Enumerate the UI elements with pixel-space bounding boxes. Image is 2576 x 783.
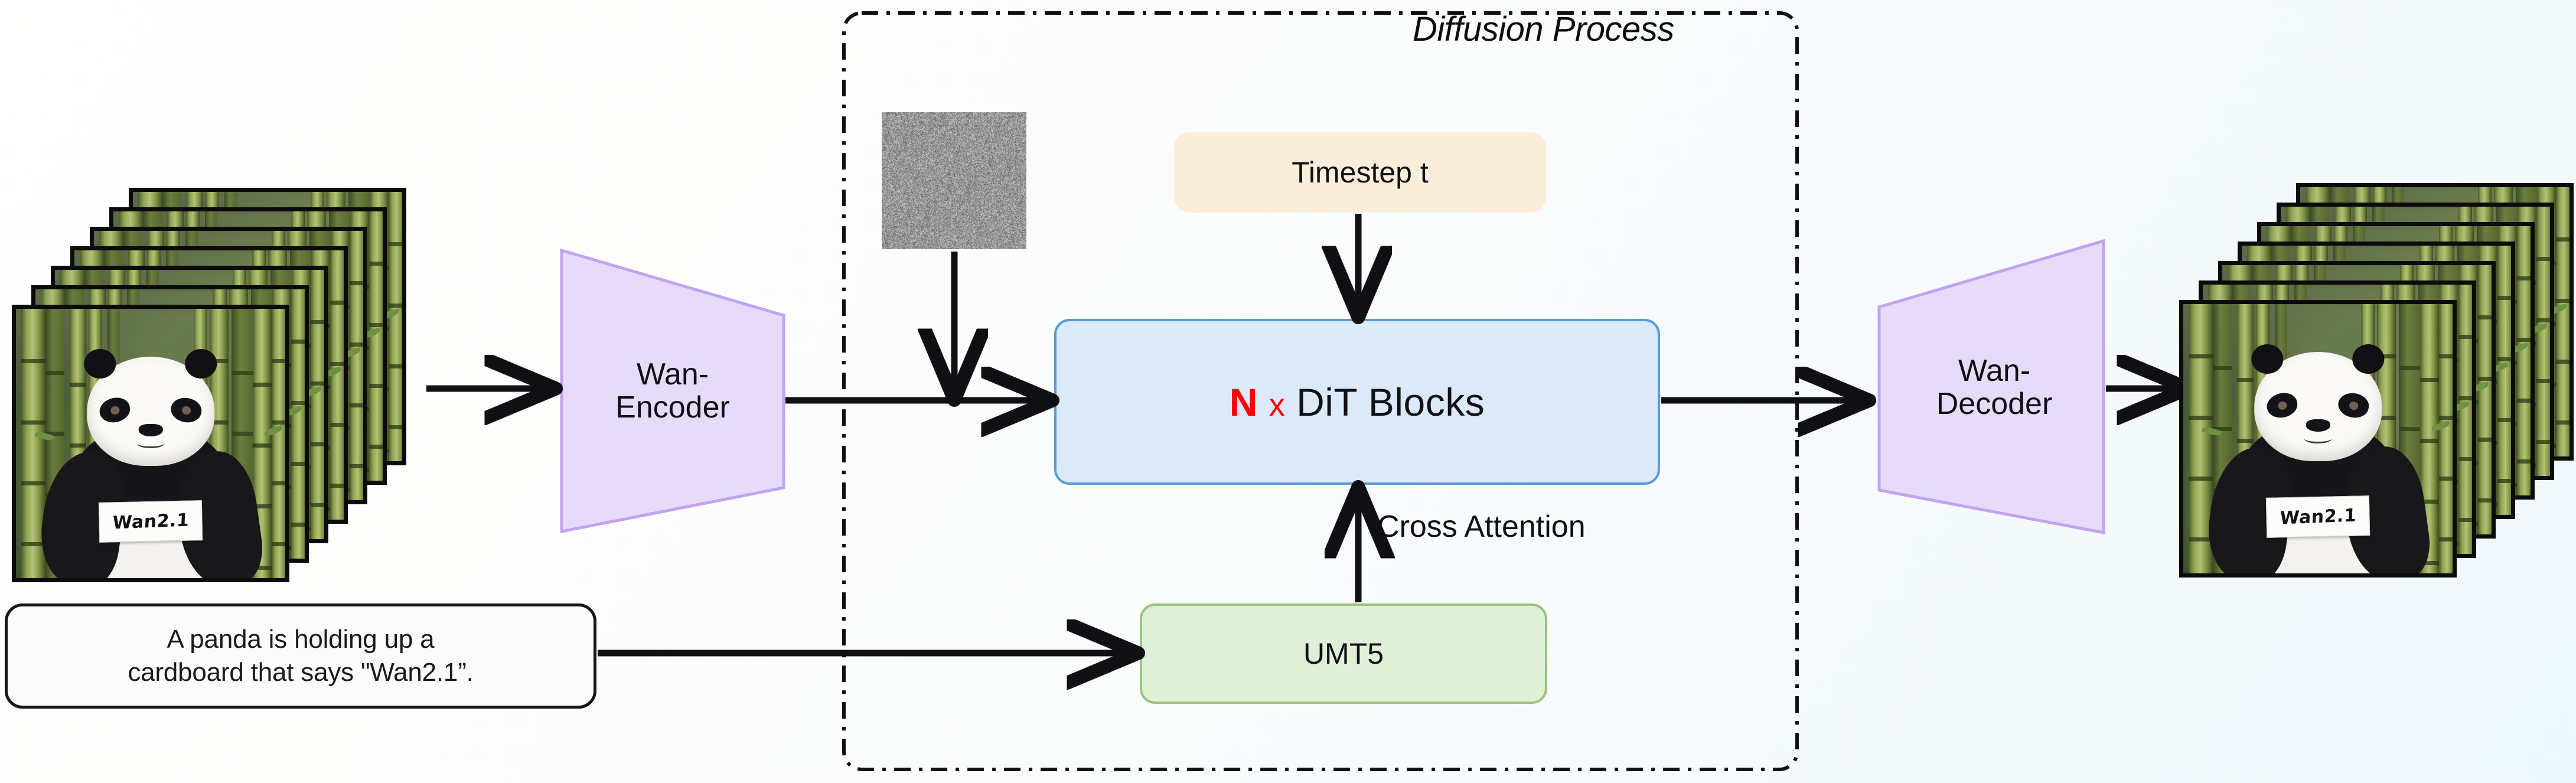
input-video-stack: Wan2.1Wan2.1Wan2.1Wan2.1Wan2.1Wan2.1Wan2… <box>12 188 425 587</box>
cardboard-sign: Wan2.1 <box>2265 495 2370 538</box>
panda-subject: Wan2.1 <box>2201 344 2435 573</box>
prompt-line-2: cardboard that says "Wan2.1”. <box>128 658 474 687</box>
diffusion-process-label: Diffusion Process <box>1413 10 1674 48</box>
panda-eye-left <box>97 395 133 425</box>
output-video-stack: Wan2.1Wan2.1Wan2.1Wan2.1Wan2.1Wan2.1Wan2… <box>2179 183 2576 582</box>
dit-times-symbol: x <box>1269 387 1286 423</box>
panda-subject: Wan2.1 <box>34 349 268 578</box>
timestep-label: Timestep t <box>1292 156 1429 189</box>
dit-n-multiplier: N <box>1229 380 1258 424</box>
panda-ear-right <box>2352 344 2385 374</box>
timestep-block[interactable]: Timestep t <box>1174 132 1546 213</box>
dit-blocks-text: DiT Blocks <box>1296 380 1485 424</box>
panda-head <box>84 349 217 466</box>
cross-attention-label: Cross Attention <box>1377 510 1586 544</box>
dit-blocks-label: N x DiT Blocks <box>1230 380 1485 425</box>
panda-nose <box>138 424 163 436</box>
panda-head <box>2251 344 2385 461</box>
video-frame-scene: Wan2.1 <box>2183 304 2453 573</box>
wan-encoder-block[interactable]: Wan- Encoder <box>558 247 787 535</box>
panda-eye-right <box>2336 390 2372 420</box>
panda-mouth <box>136 438 165 449</box>
video-frame-front: Wan2.1 <box>12 305 289 582</box>
video-frame-front: Wan2.1 <box>2179 300 2457 578</box>
cardboard-sign-text: Wan2.1 <box>112 509 190 533</box>
cardboard-sign-text: Wan2.1 <box>2279 504 2357 528</box>
prompt-line-1: A panda is holding up a <box>167 624 435 654</box>
panda-eye-left <box>2264 390 2300 420</box>
wan-decoder-block[interactable]: Wan- Decoder <box>1871 237 2107 537</box>
noise-latent-patch <box>882 112 1026 249</box>
panda-eye-right <box>168 395 204 425</box>
cardboard-sign: Wan2.1 <box>98 500 203 543</box>
umt5-label: UMT5 <box>1303 637 1384 670</box>
dit-blocks-block[interactable]: N x DiT Blocks <box>1054 319 1660 485</box>
text-prompt-box[interactable]: A panda is holding up a cardboard that s… <box>5 603 596 709</box>
panda-mouth <box>2304 433 2332 444</box>
video-frame-scene: Wan2.1 <box>16 309 285 578</box>
panda-ear-left <box>84 349 116 379</box>
panda-nose <box>2306 419 2330 432</box>
panda-ear-right <box>185 349 217 379</box>
panda-ear-left <box>2251 344 2284 374</box>
umt5-text-encoder-block[interactable]: UMT5 <box>1140 603 1547 704</box>
